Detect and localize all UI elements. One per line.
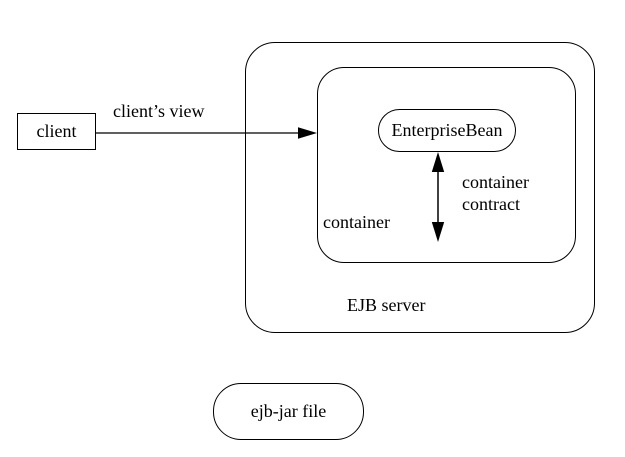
container-label: container <box>323 212 390 232</box>
ejb-jar-file-label: ejb-jar file <box>250 401 327 421</box>
ejb-server-label: EJB server <box>347 295 426 315</box>
client-node: client <box>17 113 96 150</box>
enterprise-bean-label: EnterpriseBean <box>391 120 503 140</box>
clients-view-label: client’s view <box>113 101 205 121</box>
client-label: client <box>36 121 77 141</box>
ejb-jar-file-node: ejb-jar file <box>213 383 364 440</box>
enterprise-bean-node: EnterpriseBean <box>378 109 516 152</box>
container-contract-label: container contract <box>462 172 529 214</box>
container-box <box>317 67 576 263</box>
